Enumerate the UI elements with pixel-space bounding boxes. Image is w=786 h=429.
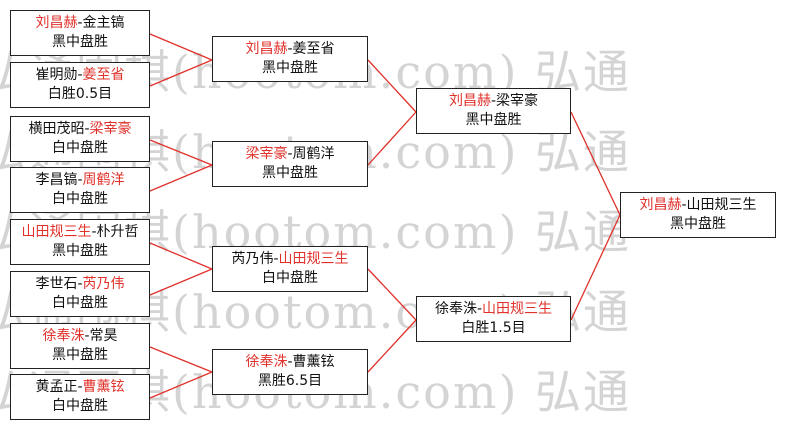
- match-box: 山田规三生-朴升哲 黑中盘胜: [10, 219, 150, 265]
- connector: [570, 214, 621, 321]
- matchup: 山田规三生-朴升哲: [21, 224, 139, 240]
- match-box: 横田茂昭-梁宰豪 白中盘胜: [10, 116, 150, 162]
- match-result: 黑中盘胜: [670, 216, 726, 232]
- connector: [570, 111, 621, 216]
- matchup: 刘昌赫-金主镐: [35, 15, 125, 31]
- matchup: 崔明勋-姜至省: [35, 67, 125, 83]
- connector: [149, 139, 213, 166]
- match-result: 白胜0.5目: [47, 86, 113, 102]
- player-1-winner: 刘昌赫: [35, 15, 78, 31]
- player-1-winner: 山田规三生: [21, 224, 92, 240]
- player-2: 周鹤洋: [292, 146, 335, 162]
- match-result: 黑中盘胜: [52, 347, 108, 363]
- player-2: 姜至省: [292, 41, 335, 57]
- match-box: 梁宰豪-周鹤洋 黑中盘胜: [212, 141, 368, 187]
- player-2: 山田规三生: [686, 197, 757, 213]
- match-result: 黑中盘胜: [52, 34, 108, 50]
- matchup: 徐奉洙-常昊: [42, 328, 118, 344]
- connector: [149, 371, 213, 399]
- player-2-winner: 姜至省: [82, 67, 125, 83]
- matchup: 李昌镐-周鹤洋: [35, 172, 125, 188]
- match-result: 黑胜6.5目: [257, 373, 323, 389]
- connector: [149, 164, 213, 192]
- connector: [149, 242, 213, 270]
- matchup: 黄孟正-曹薰铉: [35, 379, 125, 395]
- matchup: 刘昌赫-梁宰豪: [448, 93, 539, 109]
- matchup: 横田茂昭-梁宰豪: [28, 121, 132, 137]
- player-1-winner: 徐奉洙: [245, 354, 288, 370]
- match-result: 白中盘胜: [52, 140, 108, 156]
- match-result: 白中盘胜: [52, 398, 108, 414]
- player-1-winner: 刘昌赫: [639, 197, 682, 213]
- match-result: 黑中盘胜: [262, 165, 318, 181]
- match-box: 刘昌赫-梁宰豪 黑中盘胜: [416, 88, 571, 134]
- player-2: 曹薰铉: [292, 354, 335, 370]
- player-1: 芮乃伟: [231, 251, 274, 267]
- player-1: 崔明勋: [35, 67, 78, 83]
- player-2-winner: 梁宰豪: [89, 121, 132, 137]
- match-result: 黑中盘胜: [262, 60, 318, 76]
- player-2-winner: 周鹤洋: [82, 172, 125, 188]
- connector: [367, 268, 417, 321]
- match-box: 徐奉洙-山田规三生 白胜1.5目: [416, 296, 571, 342]
- connector: [367, 319, 417, 373]
- connector: [149, 346, 213, 373]
- connector: [149, 59, 213, 87]
- player-2: 朴升哲: [96, 224, 139, 240]
- player-1-winner: 刘昌赫: [448, 93, 491, 109]
- final-match-box: 刘昌赫-山田规三生 黑中盘胜: [620, 192, 776, 238]
- player-2: 梁宰豪: [496, 93, 539, 109]
- match-box: 李昌镐-周鹤洋 白中盘胜: [10, 167, 150, 213]
- matchup: 徐奉洙-曹薰铉: [245, 354, 335, 370]
- matchup: 李世石-芮乃伟: [35, 276, 125, 292]
- match-box: 徐奉洙-曹薰铉 黑胜6.5目: [212, 349, 368, 395]
- match-box: 刘昌赫-金主镐 黑中盘胜: [10, 10, 150, 56]
- connector: [367, 111, 417, 166]
- player-1: 横田茂昭: [28, 121, 85, 137]
- match-result: 黑中盘胜: [465, 112, 522, 128]
- matchup: 芮乃伟-山田规三生: [231, 251, 349, 267]
- match-box: 徐奉洙-常昊 黑中盘胜: [10, 323, 150, 369]
- player-1: 徐奉洙: [434, 301, 477, 317]
- match-result: 白中盘胜: [262, 270, 318, 286]
- player-2: 常昊: [89, 328, 118, 344]
- connector: [367, 59, 417, 113]
- match-result: 白胜1.5目: [461, 320, 526, 336]
- match-box: 崔明勋-姜至省 白胜0.5目: [10, 62, 150, 108]
- player-1-winner: 梁宰豪: [245, 146, 288, 162]
- match-result: 白中盘胜: [52, 295, 108, 311]
- match-box: 黄孟正-曹薰铉 白中盘胜: [10, 374, 150, 420]
- matchup: 刘昌赫-山田规三生: [639, 197, 757, 213]
- matchup: 刘昌赫-姜至省: [245, 41, 335, 57]
- match-result: 黑中盘胜: [52, 243, 108, 259]
- player-2-winner: 山田规三生: [482, 301, 553, 317]
- player-1: 黄孟正: [35, 379, 78, 395]
- connector: [149, 33, 213, 61]
- player-1-winner: 徐奉洙: [42, 328, 85, 344]
- player-2-winner: 曹薰铉: [82, 379, 125, 395]
- matchup: 梁宰豪-周鹤洋: [245, 146, 335, 162]
- match-box: 刘昌赫-姜至省 黑中盘胜: [212, 36, 368, 82]
- player-1: 李世石: [35, 276, 78, 292]
- player-2: 金主镐: [82, 15, 125, 31]
- match-box: 芮乃伟-山田规三生 白中盘胜: [212, 246, 368, 292]
- player-1: 李昌镐: [35, 172, 78, 188]
- player-2-winner: 芮乃伟: [82, 276, 125, 292]
- player-2-winner: 山田规三生: [278, 251, 349, 267]
- matchup: 徐奉洙-山田规三生: [434, 301, 553, 317]
- connector: [149, 268, 213, 296]
- match-result: 白中盘胜: [52, 191, 108, 207]
- player-1-winner: 刘昌赫: [245, 41, 288, 57]
- match-box: 李世石-芮乃伟 白中盘胜: [10, 271, 150, 317]
